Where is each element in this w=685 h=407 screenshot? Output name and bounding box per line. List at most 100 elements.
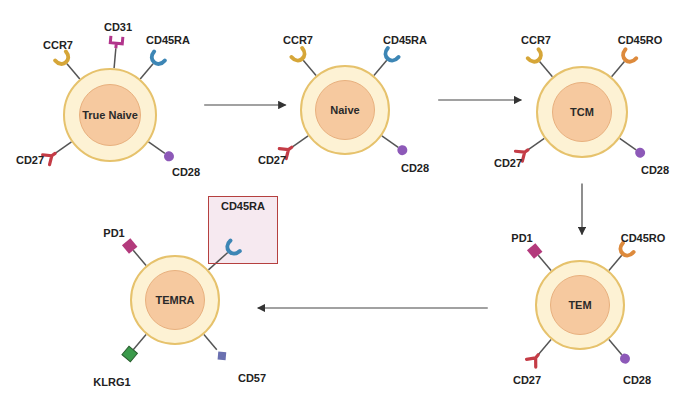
receptor-label: CD45RA xyxy=(383,34,427,46)
receptor-stalk xyxy=(612,61,625,76)
cell-circle: True Naive xyxy=(63,68,157,162)
receptor-stalk xyxy=(303,60,316,75)
receptor-label: CCR7 xyxy=(521,34,551,46)
receptor-y xyxy=(527,351,543,367)
receptor-stalk xyxy=(528,138,544,149)
receptor-label: CD28 xyxy=(401,162,429,174)
cell-nucleus: True Naive xyxy=(79,84,141,146)
receptor-ball xyxy=(633,146,647,160)
receptor-stalk xyxy=(609,339,622,354)
receptor-label: CD27 xyxy=(258,154,286,166)
receptor-cup xyxy=(291,48,307,63)
receptor-stalk xyxy=(133,250,146,265)
arrow-connector xyxy=(438,99,521,100)
receptor-label: CD28 xyxy=(623,374,651,386)
receptor-cup xyxy=(55,52,71,67)
cell-nucleus: TEMRA xyxy=(145,270,205,330)
receptor-cup xyxy=(224,241,239,257)
receptor-stalk xyxy=(538,255,551,270)
receptor-stalk xyxy=(374,60,387,75)
receptor-stalk xyxy=(538,339,551,354)
receptor-y xyxy=(527,351,543,367)
cell-name: Naive xyxy=(330,104,359,117)
receptor-ball xyxy=(618,352,632,366)
receptor-cup xyxy=(383,48,399,63)
receptor-cup xyxy=(618,243,634,258)
cell-circle: TCM xyxy=(536,66,628,158)
receptor-square xyxy=(122,238,137,253)
receptor-cup xyxy=(620,49,636,64)
receptor-stalk xyxy=(67,64,80,79)
cell-name: True Naive xyxy=(82,109,138,122)
receptor-stalk xyxy=(620,138,636,149)
cell-name: TEM xyxy=(568,299,591,312)
receptor-cup xyxy=(528,49,544,64)
receptor-cup xyxy=(618,243,634,258)
receptor-stalk xyxy=(204,334,217,349)
receptor-label: CD57 xyxy=(238,372,266,384)
receptor-square xyxy=(122,346,137,361)
receptor-stalk xyxy=(292,136,308,147)
arrow-connector xyxy=(204,104,286,105)
marker-label: CD45RA xyxy=(209,200,277,212)
receptor-label: CD45RA xyxy=(146,34,190,46)
receptor-diamond xyxy=(218,352,227,361)
receptor-sq xyxy=(527,243,542,258)
receptor-dia xyxy=(214,348,230,364)
receptor-cup xyxy=(383,48,399,63)
receptor-stalk xyxy=(382,136,398,147)
receptor-cup xyxy=(149,52,165,67)
receptor-label: CD28 xyxy=(172,166,200,178)
receptor-sq xyxy=(122,238,137,253)
receptor-cup xyxy=(620,49,636,64)
receptor-ball xyxy=(633,146,647,160)
receptor-label: CD31 xyxy=(104,21,132,33)
receptor-cup xyxy=(224,241,239,257)
receptor-ball xyxy=(162,149,176,163)
cell-nucleus: TEM xyxy=(550,275,610,335)
receptor-ball xyxy=(162,149,176,163)
receptor-label: PD1 xyxy=(103,227,124,239)
receptor-ball xyxy=(618,352,632,366)
receptor-label: CD27 xyxy=(494,157,522,169)
cell-circle: Naive xyxy=(300,65,390,155)
receptor-stalk xyxy=(609,255,622,270)
receptor-label: CCR7 xyxy=(283,34,313,46)
receptor-stalk xyxy=(208,252,227,269)
receptor-ball xyxy=(395,143,409,157)
receptor-stalk xyxy=(540,61,553,76)
receptor-label: CD28 xyxy=(641,164,669,176)
receptor-cup xyxy=(149,52,165,67)
receptor-stalk xyxy=(114,48,116,68)
receptor-label: CCR7 xyxy=(43,39,73,51)
arrow-connector xyxy=(258,307,488,308)
receptor-fork xyxy=(110,36,123,49)
arrow-connector xyxy=(581,184,582,235)
cell-nucleus: Naive xyxy=(315,80,375,140)
cell-circle: TEMRA xyxy=(130,255,220,345)
highlight-box: CD45RA xyxy=(208,196,278,264)
receptor-cup xyxy=(55,52,71,67)
receptor-y xyxy=(43,149,59,165)
receptor-stalk xyxy=(140,64,153,79)
receptor-fork xyxy=(110,36,123,49)
receptor-cup xyxy=(528,49,544,64)
receptor-label: CD45RO xyxy=(618,34,663,46)
receptor-sqg xyxy=(122,346,137,361)
receptor-label: CD27 xyxy=(16,154,44,166)
highlight-fill xyxy=(208,196,278,264)
cell-name: TEMRA xyxy=(155,294,194,307)
receptor-square xyxy=(527,243,542,258)
receptor-y xyxy=(43,149,59,165)
cell-nucleus: TCM xyxy=(552,82,612,142)
cell-name: TCM xyxy=(570,106,594,119)
receptor-cup xyxy=(291,48,307,63)
receptor-stalk xyxy=(149,142,165,153)
receptor-label: KLRG1 xyxy=(93,376,130,388)
cell-circle: TEM xyxy=(535,260,625,350)
receptor-stalk xyxy=(55,142,71,153)
receptor-stalk xyxy=(133,334,146,349)
receptor-label: CD27 xyxy=(513,374,541,386)
receptor-label: CD45RO xyxy=(621,232,666,244)
receptor-ball xyxy=(395,143,409,157)
